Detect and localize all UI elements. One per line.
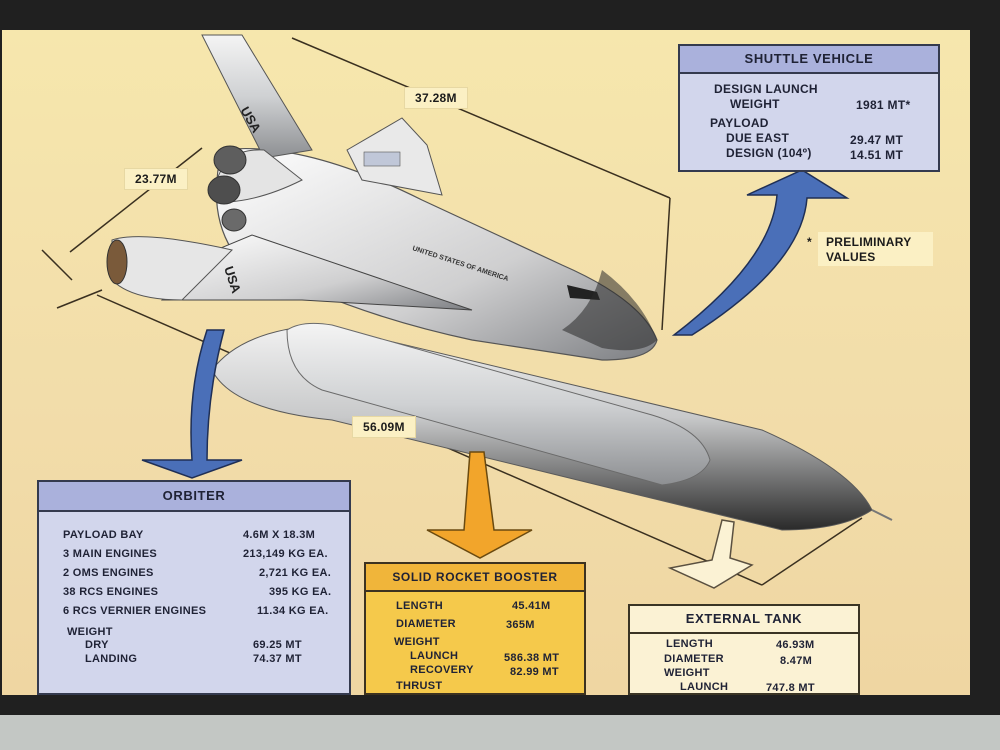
orbiter-row-label-1: 3 MAIN ENGINES: [63, 548, 158, 560]
orbiter-row-value-3: 395 KG EA.: [269, 586, 332, 598]
due-east-value: 29.47 MT: [850, 133, 904, 147]
solid-rocket-booster-box: SOLID ROCKET BOOSTER LENGTH 45.41M DIAME…: [364, 562, 586, 695]
cream-arrow-icon: [667, 519, 754, 589]
orbiter-landing-label: LANDING: [85, 653, 138, 665]
preliminary-note: PRELIMINARY VALUES: [818, 232, 933, 266]
near-wing-shape: [161, 234, 473, 311]
srb-launch-value: 586.38 MT: [504, 652, 560, 664]
poster-panel: USA USA UNITED STATES OF AMERICA 37.28M …: [2, 30, 970, 695]
blue-arrow-icon: [671, 169, 850, 336]
srb-recovery-value: 82.99 MT: [510, 666, 559, 678]
orbiter-title: ORBITER: [39, 482, 349, 512]
srb-weight-label: WEIGHT: [394, 636, 440, 648]
blue-arrow-down-icon: [141, 329, 243, 479]
orbiter-weight-label: WEIGHT: [67, 626, 113, 638]
shuttle-vehicle-title: SHUTTLE VEHICLE: [680, 46, 938, 74]
orbiter-row-value-2: 2,721 KG EA.: [259, 567, 332, 579]
gold-arrow-down-icon: [426, 451, 533, 559]
arrows-layer: [141, 169, 850, 589]
et-weight-label: WEIGHT: [664, 667, 710, 679]
et-length-label: LENGTH: [666, 638, 714, 650]
et-length-value: 46.93M: [776, 639, 815, 651]
preliminary-line-1: PRELIMINARY: [826, 235, 912, 249]
srb-diameter-value: 365M: [506, 619, 535, 631]
preliminary-asterisk: *: [807, 235, 812, 249]
orbiter-row-value-0: 4.6M X 18.3M: [243, 529, 316, 541]
orbiter-row-label-2: 2 OMS ENGINES: [63, 567, 154, 579]
design-label: DESIGN (104º): [726, 146, 812, 160]
booster-shape: [286, 322, 711, 486]
orbiter-row-label-3: 38 RCS ENGINES: [63, 586, 159, 598]
orbiter-tail-shape: [201, 34, 313, 159]
shuttle-vehicle-box: SHUTTLE VEHICLE DESIGN LAUNCH WEIGHT 198…: [678, 44, 940, 172]
et-diameter-label: DIAMETER: [664, 653, 724, 665]
srb-length-label: LENGTH: [396, 600, 444, 612]
srb-launch-label: LAUNCH: [410, 650, 459, 662]
srb-diameter-label: DIAMETER: [396, 618, 456, 630]
srb-title: SOLID ROCKET BOOSTER: [366, 564, 584, 592]
due-east-label: DUE EAST: [726, 131, 790, 145]
srb-length-value: 45.41M: [512, 600, 551, 612]
launch-weight-label-1: DESIGN LAUNCH: [714, 82, 818, 96]
et-launch-label: LAUNCH: [680, 681, 729, 693]
overall-length-label: 37.28M: [404, 87, 468, 109]
shuttle-illustration: USA USA UNITED STATES OF AMERICA: [41, 34, 893, 586]
orbiter-row-value-1: 213,149 KG EA.: [243, 548, 328, 560]
orbiter-landing-value: 74.37 MT: [253, 653, 302, 665]
payload-label: PAYLOAD: [710, 116, 769, 130]
design-value: 14.51 MT: [850, 148, 904, 162]
launch-weight-value: 1981 MT*: [856, 98, 911, 112]
srb-recovery-label: RECOVERY: [410, 664, 474, 676]
et-title: EXTERNAL TANK: [630, 606, 858, 634]
wingspan-label: 23.77M: [124, 168, 188, 190]
et-launch-value: 747.8 MT: [766, 682, 815, 694]
bottom-bezel: [0, 715, 1000, 750]
srb-thrust-label: THRUST: [396, 680, 443, 692]
preliminary-line-2: VALUES: [826, 250, 876, 264]
orbiter-row-value-4: 11.34 KG EA.: [257, 605, 329, 617]
et-diameter-value: 8.47M: [780, 655, 813, 667]
orbiter-row-label-0: PAYLOAD BAY: [63, 529, 144, 541]
launch-weight-label-2: WEIGHT: [730, 97, 780, 111]
orbiter-box: ORBITER PAYLOAD BAY 4.6M X 18.3M 3 MAIN …: [37, 480, 351, 695]
external-tank-box: EXTERNAL TANK LENGTH 46.93M DIAMETER 8.4…: [628, 604, 860, 695]
stack-length-label: 56.09M: [352, 416, 416, 438]
orbiter-row-label-4: 6 RCS VERNIER ENGINES: [63, 605, 207, 617]
orbiter-dry-label: DRY: [85, 639, 109, 651]
orbiter-dry-value: 69.25 MT: [253, 639, 302, 651]
